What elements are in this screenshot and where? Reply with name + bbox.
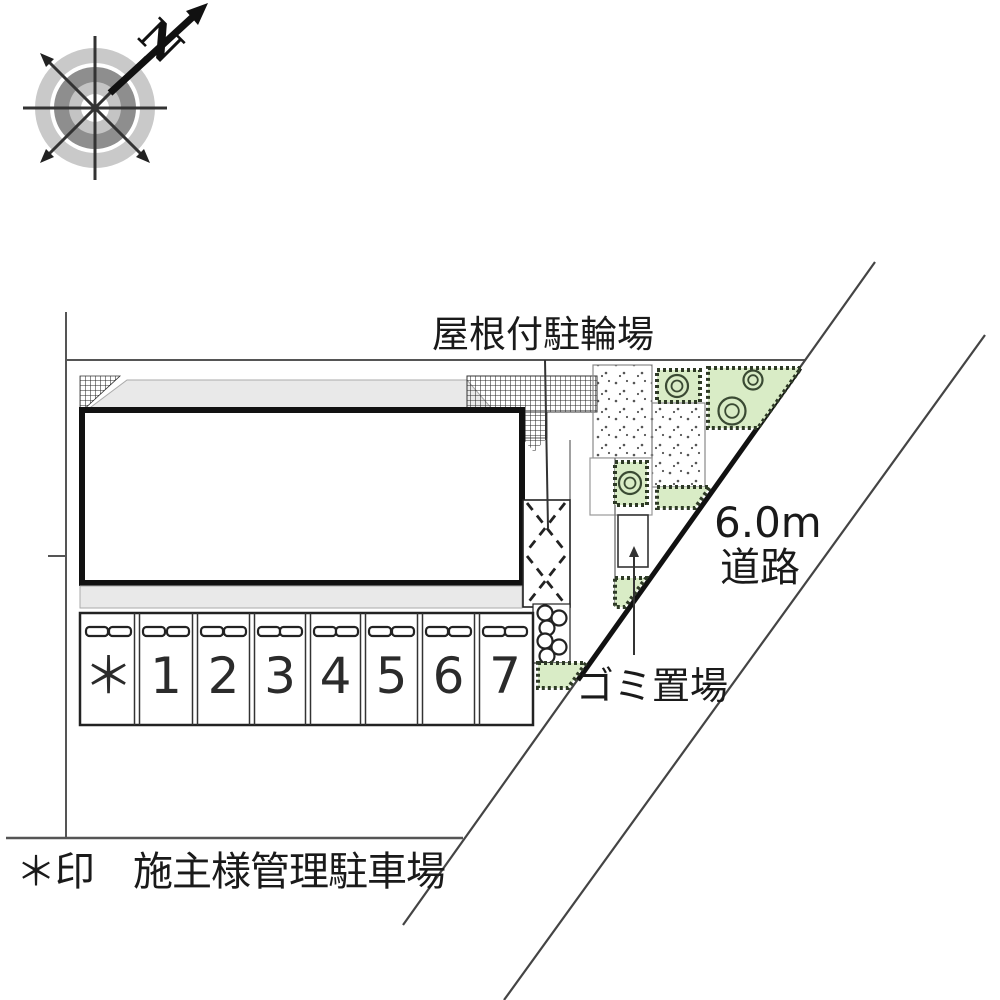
wheel-stoppers xyxy=(84,625,529,638)
stall-label-6: 6 xyxy=(432,647,465,705)
compass-rose-icon: N xyxy=(23,3,208,180)
building-roof-band-bottom xyxy=(79,585,523,609)
planting-areas xyxy=(536,366,805,690)
building-outline xyxy=(79,407,525,586)
hedge-strip-2 xyxy=(536,661,590,690)
roof-hatch-corner-left xyxy=(79,375,122,414)
garbage-leader-arrowhead xyxy=(629,546,639,557)
parking-lot xyxy=(78,611,535,727)
hedge-strip-1 xyxy=(655,485,714,510)
bicycle-parking-label: 屋根付駐輪場 xyxy=(432,313,654,356)
north-arrowhead-icon xyxy=(186,3,208,25)
stall-label-asterisk: ＊ xyxy=(83,647,134,705)
stall-label-7: 7 xyxy=(489,647,521,705)
entrance-approach xyxy=(522,499,571,608)
owner-parking-note: ＊印 施主様管理駐車場 xyxy=(16,849,446,895)
shrub-symbols xyxy=(617,369,764,496)
stall-label-4: 4 xyxy=(319,647,352,705)
stall-label-3: 3 xyxy=(264,647,296,705)
bicycle-parking-leader-line xyxy=(544,359,549,529)
road-label: 道路 xyxy=(720,545,800,591)
stall-label-1: 1 xyxy=(150,647,182,705)
concrete-area-1 xyxy=(592,364,653,459)
stall-label-2: 2 xyxy=(207,647,240,705)
bicycle-canopy-hatch xyxy=(466,375,598,413)
building-roof-band-top xyxy=(85,379,495,411)
bicycle-canopy-hatch-tip xyxy=(522,438,547,452)
stone-cluster xyxy=(532,603,571,665)
stall-label-5: 5 xyxy=(375,647,408,705)
road-width-label: 6.0m xyxy=(714,498,822,547)
concrete-area-2 xyxy=(651,402,706,488)
road-far-edge xyxy=(503,334,986,1000)
planter-corner-triangle xyxy=(706,366,805,430)
planter-triangle xyxy=(613,576,650,609)
garbage-station-label: ゴミ置場 xyxy=(576,664,729,708)
